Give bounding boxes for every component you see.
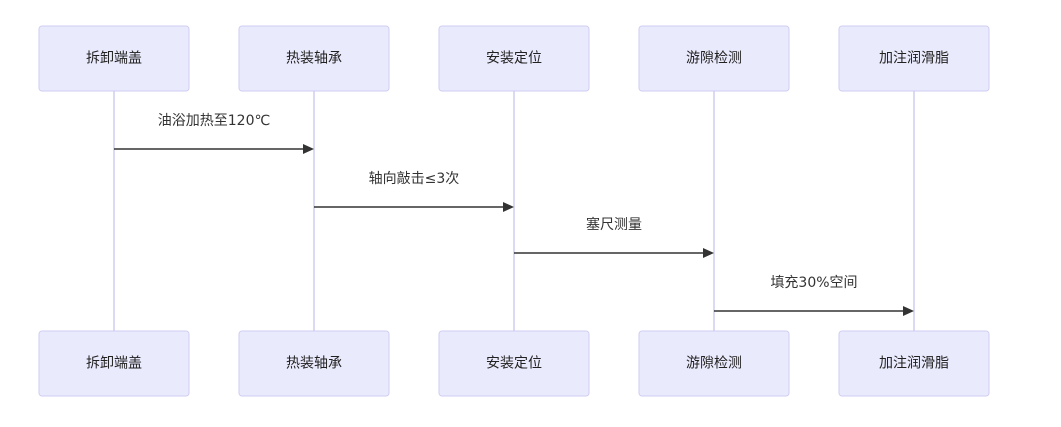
actor-box xyxy=(38,25,190,92)
actors-bottom: 拆卸端盖 热装轴承 安装定位 游隙检测 加注润滑脂 xyxy=(38,330,990,397)
actor-label: 加注润滑脂 xyxy=(879,50,949,67)
message-label: 油浴加热至120℃ xyxy=(158,113,270,129)
actor-box xyxy=(238,330,390,397)
message-2: 轴向敲击≤3次 xyxy=(314,170,514,212)
message-label: 塞尺测量 xyxy=(586,216,642,233)
actor-top-a3: 安装定位 xyxy=(438,25,590,92)
actor-box xyxy=(638,25,790,92)
actor-box xyxy=(438,25,590,92)
arrowhead-icon xyxy=(503,202,514,212)
actor-top-a4: 游隙检测 xyxy=(638,25,790,92)
message-4: 填充30%空间 xyxy=(714,275,914,316)
actor-top-a1: 拆卸端盖 xyxy=(38,25,190,92)
message-label: 填充30%空间 xyxy=(770,275,857,291)
actor-label: 拆卸端盖 xyxy=(86,356,142,372)
actor-bottom-a2: 热装轴承 xyxy=(238,330,390,397)
actor-bottom-a1: 拆卸端盖 xyxy=(38,330,190,397)
arrowhead-icon xyxy=(703,248,714,258)
lifelines xyxy=(113,91,915,331)
actor-label: 安装定位 xyxy=(486,356,542,372)
actor-label: 游隙检测 xyxy=(686,356,742,372)
actor-label: 热装轴承 xyxy=(286,51,342,67)
message-1: 油浴加热至120℃ xyxy=(114,113,314,154)
actor-box xyxy=(638,330,790,397)
actor-label: 热装轴承 xyxy=(286,356,342,372)
actor-box xyxy=(38,330,190,397)
actors-top: 拆卸端盖 热装轴承 安装定位 游隙检测 加注润滑脂 xyxy=(38,25,990,92)
actor-label: 游隙检测 xyxy=(686,51,742,67)
arrowhead-icon xyxy=(903,306,914,316)
message-label: 轴向敲击≤3次 xyxy=(369,170,460,187)
actor-box xyxy=(838,330,990,397)
actor-top-a5: 加注润滑脂 xyxy=(838,25,990,92)
actor-label: 安装定位 xyxy=(486,51,542,67)
arrowhead-icon xyxy=(303,144,314,154)
actor-top-a2: 热装轴承 xyxy=(238,25,390,92)
actor-bottom-a5: 加注润滑脂 xyxy=(838,330,990,397)
actor-box xyxy=(838,25,990,92)
actor-bottom-a3: 安装定位 xyxy=(438,330,590,397)
actor-label: 加注润滑脂 xyxy=(879,355,949,372)
message-3: 塞尺测量 xyxy=(514,216,714,258)
actor-box xyxy=(238,25,390,92)
actor-box xyxy=(438,330,590,397)
actor-bottom-a4: 游隙检测 xyxy=(638,330,790,397)
actor-label: 拆卸端盖 xyxy=(86,51,142,67)
